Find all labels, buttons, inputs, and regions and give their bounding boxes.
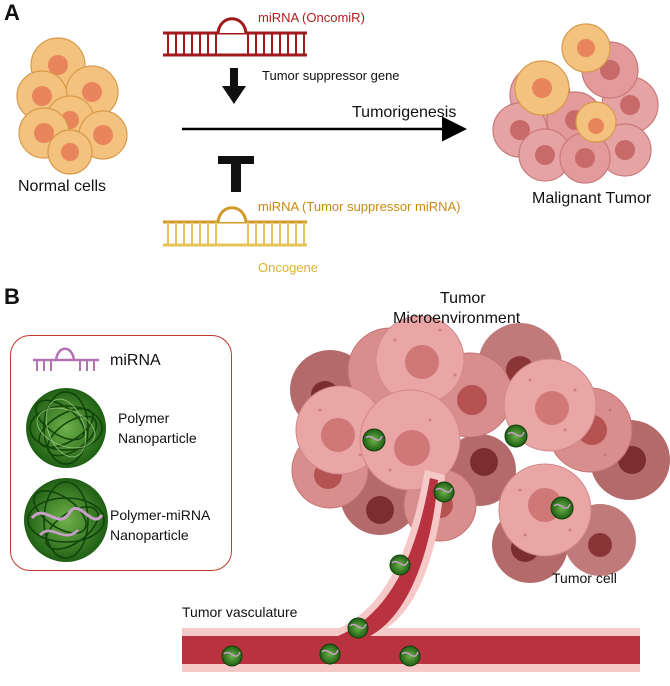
tumor-cell [498, 463, 592, 557]
nanoparticle [399, 645, 421, 667]
tumor-cell [503, 358, 597, 452]
microenvironment-line1: Tumor [440, 290, 486, 307]
normal-cells-cluster [16, 37, 128, 175]
tumor-cell [295, 385, 385, 475]
atypical-yellow-cell [561, 23, 611, 73]
nanoparticle [389, 554, 411, 576]
tumor-cell [559, 132, 611, 184]
inhibit-down-arrow [222, 68, 246, 104]
tumor-vasculature [182, 470, 640, 672]
malignant-tumor-cluster [492, 23, 659, 184]
tumor-vasculature-label: Tumor vasculature [182, 604, 298, 620]
tumor-microenvironment-mass [290, 315, 670, 583]
oncogene-label: Oncogene [258, 260, 318, 275]
nanoparticle [319, 643, 341, 665]
legend-polymer-line2: Nanoparticle [118, 430, 197, 446]
tumor-suppressor-gene-label: Tumor suppressor gene [262, 68, 400, 83]
tumor-cell [598, 123, 652, 177]
nanoparticle [221, 645, 243, 667]
legend-polymer-nanoparticle [26, 388, 106, 468]
legend-polymer-line1: Polymer [118, 410, 170, 426]
oncomir-label: miRNA (OncomiR) [258, 10, 365, 25]
suppressor-mirna-label: miRNA (Tumor suppressor miRNA) [258, 199, 461, 214]
tumor-cell-label: Tumor cell [552, 570, 617, 586]
nanoparticle [550, 496, 574, 520]
nanoparticle [504, 424, 528, 448]
legend-complex-line1: Polymer-miRNA [110, 507, 211, 523]
legend-complex-line2: Nanoparticle [110, 527, 189, 543]
inhibition-t-symbol [218, 156, 254, 192]
legend-box [10, 335, 232, 571]
normal-cell [47, 129, 93, 175]
legend-polymer-mirna-nanoparticle [24, 478, 108, 562]
suppressor-mirna-hairpin [163, 206, 307, 247]
legend-mirna-label: miRNA [110, 352, 161, 369]
atypical-yellow-cell [575, 101, 617, 143]
nanoparticle [362, 428, 386, 452]
nanoparticle [347, 617, 369, 639]
malignant-tumor-label: Malignant Tumor [532, 190, 652, 207]
tumor-cell [375, 315, 465, 405]
nanoparticle [433, 481, 455, 503]
microenvironment-line2: Microenvironment [393, 310, 521, 327]
legend-mirna-hairpin [33, 347, 99, 371]
panel-a-label: A [4, 0, 20, 25]
atypical-yellow-cell [514, 60, 570, 116]
panel-b-label: B [4, 284, 20, 309]
oncomir-hairpin [163, 17, 307, 57]
tumorigenesis-label: Tumorigenesis [352, 104, 457, 121]
tumor-cell [359, 389, 461, 491]
normal-cells-label: Normal cells [18, 178, 107, 195]
